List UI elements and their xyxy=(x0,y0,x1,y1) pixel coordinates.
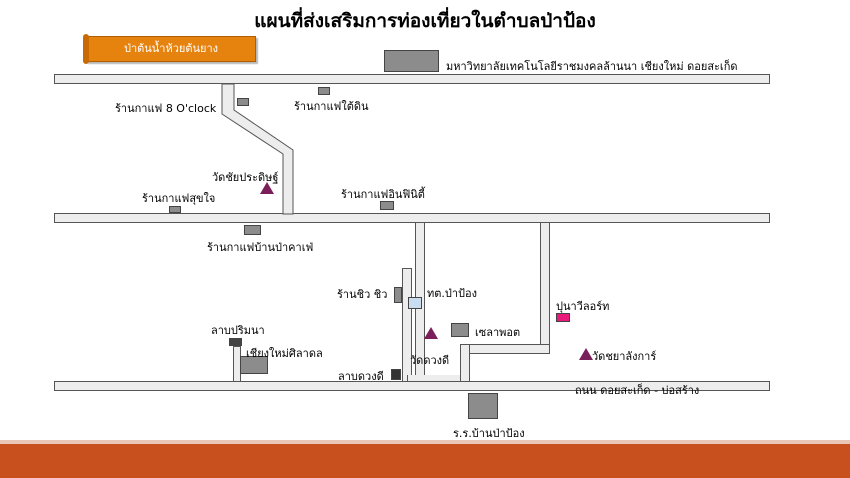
wat-chaiprasit-label: วัดชัยประดิษฐ์ xyxy=(212,171,279,184)
wat-sayalangkarn-label: วัดชยาลังการ์ xyxy=(592,350,657,363)
larb-parimina-building xyxy=(229,338,242,346)
footer-bar xyxy=(0,440,850,478)
road-h-wat xyxy=(407,375,461,382)
road-v-inner xyxy=(460,344,470,382)
school-label: ร.ร.บ้านป่าป้อง xyxy=(453,427,525,440)
cafe-infinite-building xyxy=(380,201,394,210)
tt-papong-building xyxy=(408,297,422,309)
cafe-baanpa-label: ร้านกาแฟบ้านป่าคาเฟ่ xyxy=(207,241,314,254)
cafe-sukjai-building xyxy=(169,206,181,213)
forest-banner: ป่าต้นน้ำห้วยต้นยาง xyxy=(83,34,256,64)
road-name-label: ถนน ดอยสะเก็ด - บ่อสร้าง xyxy=(575,384,700,397)
cafe-sukjai-label: ร้านกาแฟสุขใจ xyxy=(142,192,216,205)
resort-label: ปุนาวีลอร์ท xyxy=(556,300,610,313)
resort-building xyxy=(556,313,570,322)
wat-sayalangkarn-icon xyxy=(579,348,593,360)
shop-chio-building xyxy=(394,287,402,303)
wat-chaiprasit-icon xyxy=(260,182,274,194)
wat-duangdee-icon xyxy=(424,327,438,339)
sela-pot-label: เซลาพอต xyxy=(475,326,521,339)
road-middle xyxy=(54,213,770,223)
road-v-right xyxy=(540,222,550,354)
larb-parimina-label: ลาบปริมนา xyxy=(211,324,265,337)
cafe-underground-building xyxy=(318,87,330,95)
cafe-infinite-label: ร้านกาแฟอินฟินิตี้ xyxy=(341,188,425,201)
wat-duangdee-label: วัดดวงดี xyxy=(410,354,450,367)
silidol-label: เชียงใหม่ศิลาดล xyxy=(246,347,323,360)
road-h-inner xyxy=(460,344,550,354)
larb-duangdee-building xyxy=(391,369,401,380)
university-label: มหาวิทยาลัยเทคโนโลยีราชมงคลล้านนา เชียงใ… xyxy=(446,60,738,73)
tt-papong-label: ทต.ป่าป้อง xyxy=(427,287,478,300)
university-building xyxy=(384,50,439,72)
map-title: แผนที่ส่งเสริมการท่องเที่ยวในตำบลป่าป้อง xyxy=(254,10,596,32)
school-building xyxy=(468,393,498,419)
shop-chio-label: ร้านชิว ชิว xyxy=(337,288,388,301)
road-top xyxy=(54,74,770,84)
cafe-underground-label: ร้านกาแฟใต้ดิน xyxy=(294,100,369,113)
larb-duangdee-label: ลาบดวงดี xyxy=(338,370,384,383)
cafe-8oclock-label: ร้านกาแฟ 8 O'clock xyxy=(115,102,217,115)
siladol-building xyxy=(240,356,268,374)
cafe-8oclock-building xyxy=(237,98,249,106)
cafe-baanpa-building xyxy=(244,225,261,235)
sela-pot-building xyxy=(451,323,469,337)
